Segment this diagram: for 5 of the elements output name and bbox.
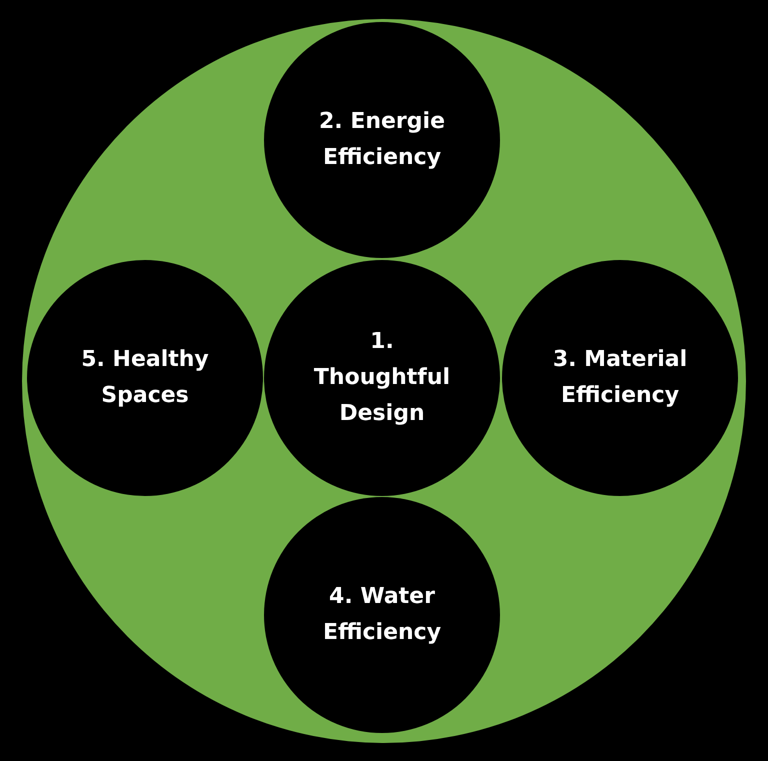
topic-circle: 2. Energie Efficiency — [264, 22, 500, 258]
topic-circle: 4. Water Efficiency — [264, 497, 500, 733]
topic-circle: 3. Material Efficiency — [502, 260, 738, 496]
topic-circle: 5. Healthy Spaces — [27, 260, 263, 496]
topic-circle: 1. Thoughtful Design — [264, 260, 500, 496]
